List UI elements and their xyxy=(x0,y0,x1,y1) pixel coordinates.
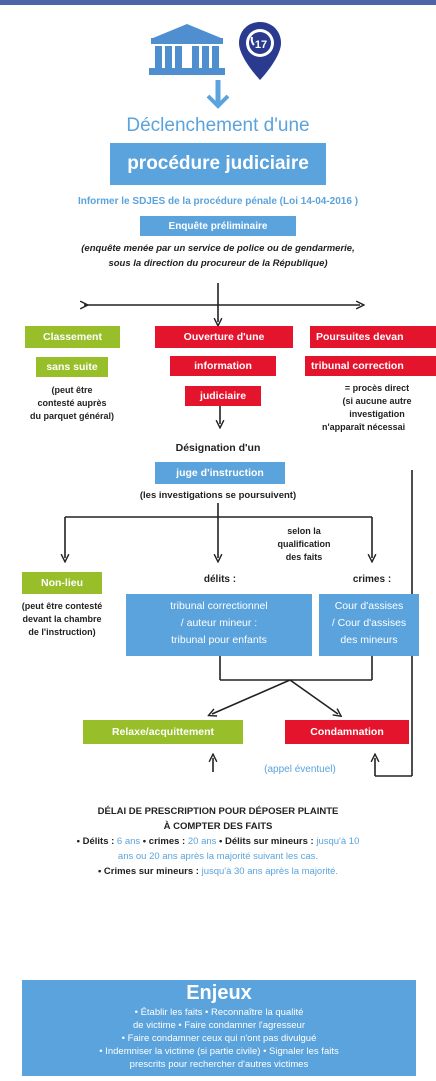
crimes-box-line-3: des mineurs xyxy=(340,634,398,646)
enjeux-line-5: prescrits pour rechercher d'autres victi… xyxy=(129,1059,309,1070)
prescription-mineurs-value: jusqu'à 10 xyxy=(316,836,360,847)
classement-note-2: contesté auprès xyxy=(37,398,107,408)
enjeux-panel: Enjeux • Établir les faits • Reconnaître… xyxy=(22,980,416,1076)
title-line-1: Déclenchement d'une xyxy=(126,115,310,136)
prescription-mineurs-label: Délits sur mineurs : xyxy=(225,836,317,847)
enquete-preliminaire-box: Enquête préliminaire xyxy=(140,216,296,236)
nonlieu-note-2: devant la chambre xyxy=(22,614,102,624)
prescription-crimes-mineurs-value: jusqu'à 30 ans après la majorité. xyxy=(201,866,339,877)
prescription-bullet-3: • xyxy=(97,866,104,877)
crimes-box-line-1: Cour d'assises xyxy=(334,600,404,612)
crimes-title: crimes : xyxy=(352,574,392,585)
enjeux-line-1: • Établir les faits • Reconnaître la qua… xyxy=(134,1007,304,1018)
prescription-crimes-label: crimes : xyxy=(148,836,188,847)
non-lieu-box: Non-lieu xyxy=(22,572,102,594)
tribunal-correctionnel-direct-box: tribunal correction xyxy=(305,356,436,376)
prescription-crimes-mineurs-label: Crimes sur mineurs : xyxy=(103,866,202,877)
enjeux-line-2: de victime • Faire condamner l'agresseur xyxy=(133,1020,305,1031)
prescription-title-2: À COMPTER DES FAITS xyxy=(163,821,273,832)
sans-suite-box: sans suite xyxy=(36,357,108,377)
classement-box: Classement xyxy=(25,326,120,348)
nonlieu-note-1: (peut être contesté xyxy=(21,601,103,611)
title-line-2: procédure judiciaire xyxy=(110,143,326,185)
prescription-bullet-1: • xyxy=(76,836,83,847)
delits-box-line-3: tribunal pour enfants xyxy=(171,634,267,646)
crimes-box-line-2: / Cour d'assises xyxy=(331,617,407,629)
delits-box-line-1: tribunal correctionnel xyxy=(170,600,268,612)
courthouse-icon xyxy=(149,24,225,75)
info-sdjes: Informer le SDJES de la procédure pénale… xyxy=(77,196,359,207)
enjeux-title: Enjeux xyxy=(186,982,252,1004)
poursuites-box: Poursuites devan xyxy=(310,326,436,348)
poursuites-note-2: (si aucune autre xyxy=(342,396,412,406)
nonlieu-note-3: de l'instruction) xyxy=(28,627,96,637)
poursuites-note-3: investigation xyxy=(349,409,405,419)
classement-note-1: (peut être xyxy=(51,385,93,395)
judiciaire-box: judiciaire xyxy=(185,386,261,406)
top-bar xyxy=(0,0,436,5)
delits-title: délits : xyxy=(203,574,237,585)
prescription-title-1: DÉLAI DE PRESCRIPTION POUR DÉPOSER PLAIN… xyxy=(97,806,339,817)
qualification-3: des faits xyxy=(285,552,323,562)
prescription-delits-value: 6 ans xyxy=(116,836,141,847)
prescription-crimes-value: 20 ans xyxy=(187,836,217,847)
investigations-text: (les investigations se poursuivent) xyxy=(139,490,297,501)
prescription-line-1: • Délits : 6 ans • crimes : 20 ans • Dél… xyxy=(0,836,436,847)
condamnation-box: Condamnation xyxy=(285,720,409,744)
poursuites-note-1: = procès direct xyxy=(344,383,410,393)
prescription-delits-label: Délits : xyxy=(82,836,117,847)
police-number-label: 17 xyxy=(255,39,267,51)
ouverture-box: Ouverture d'une xyxy=(155,326,293,348)
prescription-sep-2: • xyxy=(216,836,225,847)
prescription-line-2: ans ou 20 ans après la majorité suivant … xyxy=(117,851,319,862)
designation-text: Désignation d'un xyxy=(175,442,261,454)
qualification-2: qualification xyxy=(277,539,331,549)
enquete-desc-1: (enquête menée par un service de police … xyxy=(81,243,355,254)
police-pin-icon: 17 xyxy=(239,22,281,80)
information-box: information xyxy=(170,356,276,376)
enquete-desc-2: sous la direction du procureur de la Rép… xyxy=(108,258,328,269)
classement-note-3: du parquet général) xyxy=(29,411,114,421)
delits-box-line-2: / auteur mineur : xyxy=(180,617,258,629)
crimes-cour-box: Cour d'assises / Cour d'assises des mine… xyxy=(319,594,419,656)
qualification-1: selon la xyxy=(287,526,321,536)
relaxe-box: Relaxe/acquittement xyxy=(83,720,243,744)
enjeux-line-4: • Indemniser la victime (si partie civil… xyxy=(99,1046,339,1057)
enjeux-line-3: • Faire condamner ceux qui n'ont pas div… xyxy=(121,1033,317,1044)
juge-instruction-box: juge d'instruction xyxy=(155,462,285,484)
prescription-line-3: • Crimes sur mineurs : jusqu'à 30 ans ap… xyxy=(0,866,436,877)
delits-tribunal-box: tribunal correctionnel / auteur mineur :… xyxy=(126,594,312,656)
poursuites-note-4: n'apparaît nécessai xyxy=(322,422,406,432)
prescription-sep-1: • xyxy=(140,836,149,847)
appel-eventuel: (appel éventuel) xyxy=(264,764,336,775)
